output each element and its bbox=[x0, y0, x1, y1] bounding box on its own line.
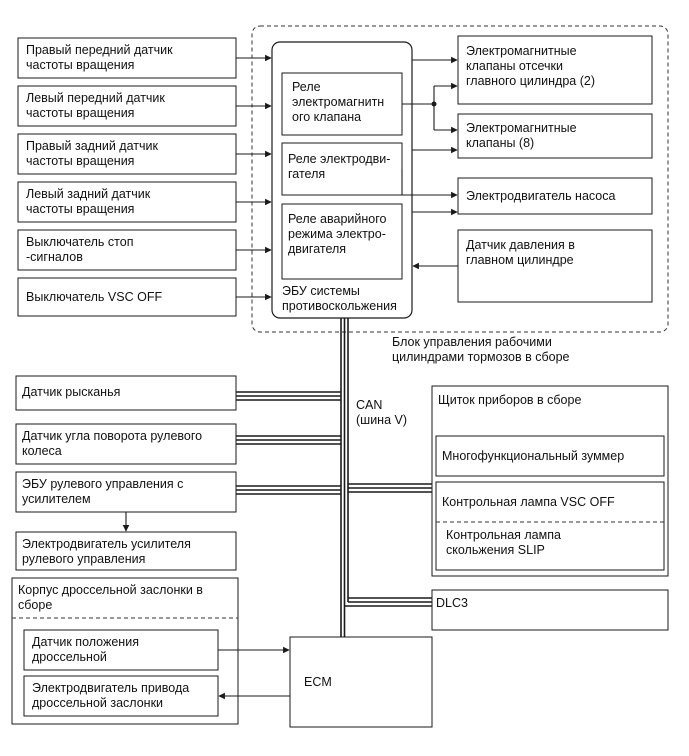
vsc-off-lamp-label: Контрольная лампа VSC OFF bbox=[442, 495, 615, 509]
solenoid-relay-label: Реле электромагнитн ого клапана bbox=[292, 80, 385, 124]
fail-safe-relay-box bbox=[281, 203, 403, 280]
pressure-sensor-label: Датчик давления в главном цилиндре bbox=[466, 238, 575, 267]
steering-angle-box bbox=[15, 423, 237, 465]
buzzer-box bbox=[435, 435, 665, 477]
cutoff-valves-label: Электромагнитные клапаны отсечки главног… bbox=[466, 44, 596, 88]
combination-meter-title: Щиток приборов в сборе bbox=[438, 393, 582, 407]
solenoid-valves-box bbox=[457, 113, 653, 159]
cutoff-valves-box bbox=[457, 35, 653, 105]
throttle-motor-label: Электродвигатель привода дроссельной зас… bbox=[32, 681, 190, 710]
pressure-sensor-box bbox=[457, 229, 653, 303]
yaw-sensor-box bbox=[15, 375, 237, 411]
stop-switch-label: Выключатель стоп -сигналов bbox=[26, 235, 134, 264]
rr-speed-box bbox=[17, 133, 237, 175]
ecu-label: ЭБУ системы противоскольжения bbox=[282, 284, 397, 313]
throttle-sensor-box bbox=[23, 629, 219, 671]
pump-motor-label: Электродвигатель насоса bbox=[466, 189, 616, 203]
vsc-off-switch-box bbox=[17, 277, 237, 317]
lr-speed-box bbox=[17, 181, 237, 223]
lr-speed-label: Левый задний датчик частоты вращения bbox=[26, 187, 151, 216]
vsc-off-switch-label: Выключатель VSC OFF bbox=[26, 290, 163, 304]
dlc3-box bbox=[431, 589, 669, 631]
rr-speed-label: Правый задний датчик частоты вращения bbox=[26, 139, 158, 168]
yaw-sensor-label: Датчик рысканья bbox=[22, 385, 121, 399]
junction-dot bbox=[431, 101, 437, 107]
pump-motor-box bbox=[457, 177, 653, 215]
ecm-label: ECM bbox=[304, 675, 332, 689]
lf-speed-box bbox=[17, 85, 237, 127]
can-bus-label: CAN (шина V) bbox=[356, 398, 408, 427]
actuator-assembly-boundary bbox=[251, 25, 669, 333]
lf-speed-label: Левый передний датчик частоты вращения bbox=[26, 91, 165, 120]
lamps-box bbox=[435, 481, 665, 571]
eps-ecu-label: ЭБУ рулевого управления с усилителем bbox=[22, 477, 184, 506]
ecm-box bbox=[289, 636, 433, 728]
solenoid-relay-box bbox=[281, 72, 403, 136]
throttle-body-title: Корпус дроссельной заслонки в сборе bbox=[18, 583, 203, 612]
solenoid-valves-label: Электромагнитные клапаны (8) bbox=[466, 121, 577, 150]
eps-ecu-box bbox=[15, 471, 237, 513]
motor-relay-label: Реле электродви- гателя bbox=[288, 152, 391, 181]
fail-safe-relay-label: Реле аварийного режима электро- двигател… bbox=[288, 212, 387, 256]
eps-motor-box bbox=[15, 531, 237, 571]
throttle-sensor-label: Датчик положения дроссельной bbox=[32, 635, 139, 664]
throttle-motor-box bbox=[23, 675, 219, 717]
actuator-assembly-label: Блок управления рабочими цилиндрами торм… bbox=[392, 335, 570, 364]
steering-angle-label: Датчик угла поворота рулевого колеса bbox=[22, 429, 203, 458]
rf-speed-label: Правый передний датчик частоты вращения bbox=[26, 43, 173, 72]
slip-lamp-label: Контрольная лампа скольжения SLIP bbox=[446, 528, 561, 557]
buzzer-label: Многофункциональный зуммер bbox=[442, 449, 625, 463]
rf-speed-box bbox=[17, 37, 237, 79]
stop-switch-box bbox=[17, 229, 237, 271]
can-bus-lines bbox=[236, 318, 432, 637]
eps-motor-label: Электродвигатель усилителя рулевого упра… bbox=[22, 537, 191, 566]
dlc3-label: DLC3 bbox=[436, 596, 468, 610]
